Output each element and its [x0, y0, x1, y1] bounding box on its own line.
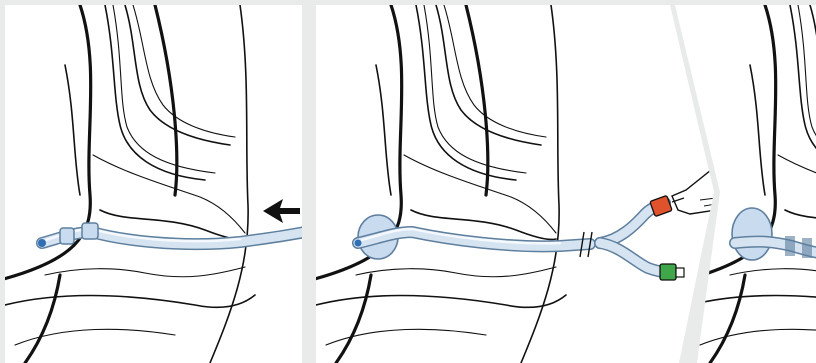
catheter-tip-marker: [355, 240, 362, 247]
catheter-tip-marker: [38, 239, 46, 247]
catheter-collar: [82, 223, 98, 239]
catheter-eyelet: [60, 228, 74, 244]
inflated-balloon: [732, 208, 772, 260]
panel-2: [311, 5, 716, 363]
panel-1: [0, 5, 305, 363]
catheter-segment: [785, 236, 795, 256]
